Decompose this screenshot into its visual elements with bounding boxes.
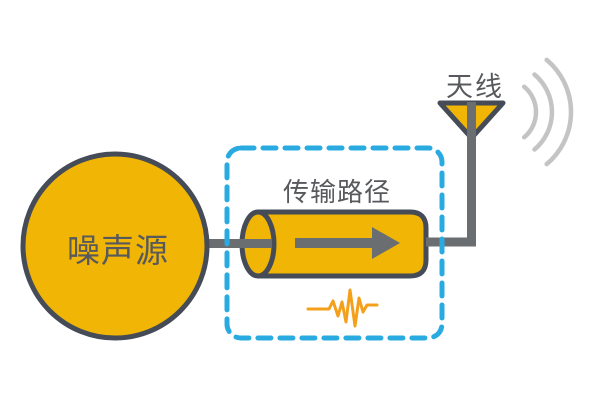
transmission-path-highlight-box — [224, 145, 445, 341]
radio-wave-arc-outer — [544, 57, 574, 167]
radio-wave-arc-middle — [532, 72, 555, 152]
radio-wave-arc-inner — [521, 84, 539, 140]
noise-source-label: 噪声源 — [67, 231, 169, 270]
radio-waves-icon — [521, 57, 574, 167]
noise-source-node — [20, 151, 210, 341]
transmission-path-label: 传输路径 — [283, 178, 391, 208]
noise-waveform-icon — [306, 288, 379, 328]
right-arrow-icon — [295, 227, 400, 259]
antenna-label: 天线 — [446, 72, 504, 103]
